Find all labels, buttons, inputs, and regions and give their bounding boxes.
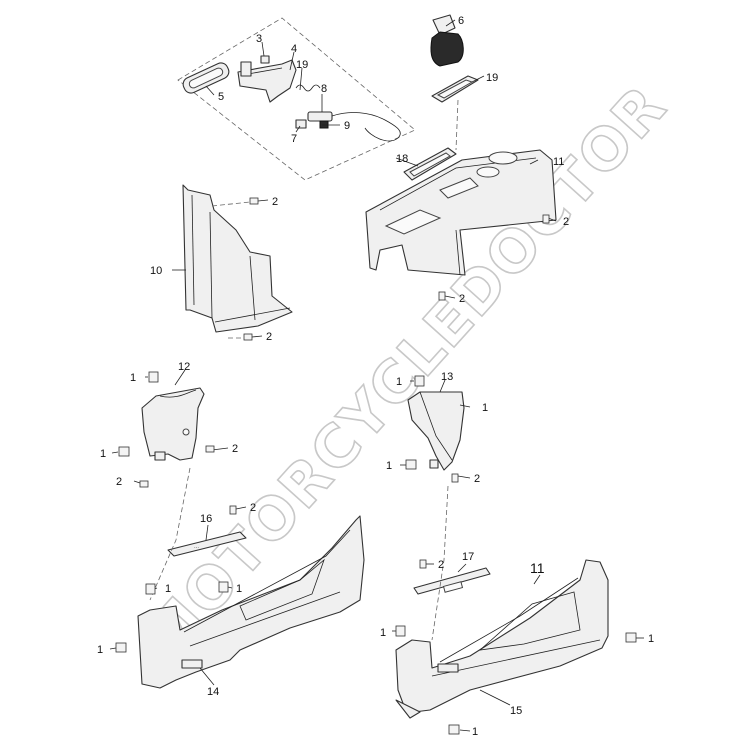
callout-4: 4 xyxy=(291,43,297,55)
callout-2h: 2 xyxy=(250,502,256,514)
clip-1-e xyxy=(145,583,156,595)
callout-19b: 19 xyxy=(486,72,498,84)
clip-1-d xyxy=(405,459,417,470)
screw-2-f xyxy=(139,480,149,488)
callout-11a: 11 xyxy=(553,156,564,168)
screw-2-g xyxy=(229,505,237,515)
screw-2-e xyxy=(205,445,215,453)
screw-2-d xyxy=(438,291,446,301)
clip-1-f xyxy=(218,581,229,593)
spring-part-19 xyxy=(295,84,321,92)
callout-2d: 2 xyxy=(459,293,465,305)
callout-6: 6 xyxy=(458,15,464,27)
callout-19a: 19 xyxy=(296,59,308,71)
clip-1-a xyxy=(148,371,159,383)
screw-2-h xyxy=(451,473,459,483)
callout-15: 15 xyxy=(510,705,522,717)
bracket-part-13 xyxy=(407,391,465,471)
callout-5: 5 xyxy=(218,91,224,103)
handle-assembly-group xyxy=(177,17,416,181)
callout-9: 9 xyxy=(344,120,350,132)
clip-1-i xyxy=(625,632,637,643)
clip-1-h xyxy=(395,625,406,637)
callout-2f: 2 xyxy=(116,476,122,488)
screw-2-a xyxy=(249,197,259,205)
callout-13: 13 xyxy=(441,371,453,383)
fasteners xyxy=(115,197,637,735)
callout-1f: 1 xyxy=(165,583,171,595)
callout-16: 16 xyxy=(200,513,212,525)
callout-2c: 2 xyxy=(266,331,272,343)
bracket-part-12 xyxy=(141,387,205,461)
screw-2-c xyxy=(542,214,550,224)
grip-part-5 xyxy=(182,62,230,94)
screw-2-i xyxy=(419,559,427,569)
callout-1a: 1 xyxy=(130,372,136,384)
callout-3: 3 xyxy=(256,33,262,45)
handle-bracket-part-4 xyxy=(237,59,297,103)
callout-18: 18 xyxy=(396,153,408,165)
rocker-panel-part-14 xyxy=(137,515,365,689)
callout-1d: 1 xyxy=(482,402,488,414)
callout-11b: 11 xyxy=(530,560,545,576)
callout-10: 10 xyxy=(150,265,162,277)
callout-14: 14 xyxy=(207,686,219,698)
cable-part-8 xyxy=(307,111,401,142)
callout-2e: 2 xyxy=(232,443,238,455)
callout-17: 17 xyxy=(462,551,474,563)
dashed-group-outline xyxy=(177,17,416,181)
callout-1c: 1 xyxy=(396,376,402,388)
callout-labels: 3 4 19 5 8 9 7 6 19 18 11 10 2 2 2 2 12 … xyxy=(97,15,654,738)
center-console-part-11 xyxy=(365,149,557,276)
clip-part-7 xyxy=(295,119,307,129)
svg-text:...: ... xyxy=(194,544,199,550)
trim-part-16: ... xyxy=(167,531,247,557)
trim-part-18 xyxy=(403,147,457,181)
callout-1h: 1 xyxy=(97,644,103,656)
connector-lines xyxy=(149,99,459,641)
callout-12: 12 xyxy=(178,361,190,373)
shift-boot-part-6 xyxy=(430,14,464,67)
callout-1k: 1 xyxy=(472,726,478,738)
clip-1-b xyxy=(118,446,130,457)
callout-1b: 1 xyxy=(100,448,106,460)
callout-7: 7 xyxy=(291,133,297,145)
screw-2-b xyxy=(243,333,253,341)
callout-1e: 1 xyxy=(386,460,392,472)
clip-1-g xyxy=(115,642,127,653)
callout-8: 8 xyxy=(321,83,327,95)
bezel-part-19 xyxy=(431,75,479,103)
callout-1i: 1 xyxy=(380,627,386,639)
side-panel-part-10 xyxy=(182,184,293,333)
clip-1-j xyxy=(448,724,460,735)
rocker-panel-part-15 xyxy=(395,559,609,719)
callout-2b: 2 xyxy=(563,216,569,228)
callout-1j: 1 xyxy=(648,633,654,645)
screw-part-3 xyxy=(260,55,270,64)
callout-1g: 1 xyxy=(236,583,242,595)
callout-2a: 2 xyxy=(272,196,278,208)
callout-2i: 2 xyxy=(438,559,444,571)
trim-part-17 xyxy=(413,567,491,595)
callout-2g: 2 xyxy=(474,473,480,485)
clip-1-c xyxy=(414,375,425,387)
